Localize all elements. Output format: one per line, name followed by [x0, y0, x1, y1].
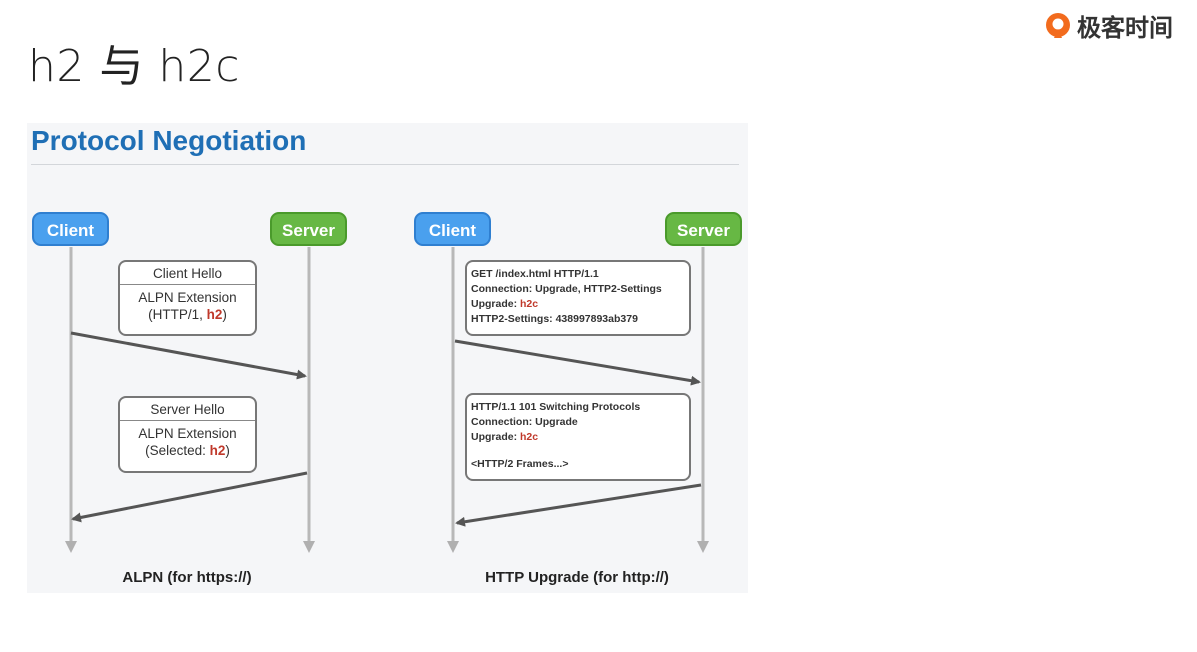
- server-hello-post: ): [225, 443, 230, 458]
- resp-spacer: [471, 445, 685, 457]
- req-line-2: Connection: Upgrade, HTTP2-Settings: [471, 283, 662, 295]
- right-server-lifeline-end: [697, 541, 709, 553]
- right-request-arrow: [454, 339, 701, 386]
- server-hello-box: Server Hello ALPN Extension (Selected: h…: [118, 396, 257, 473]
- left-client-lifeline-end: [65, 541, 77, 553]
- left-server-actor: Server: [270, 212, 347, 246]
- client-hello-alpn: ALPN Extension: [138, 290, 237, 305]
- right-client-lifeline-end: [447, 541, 459, 553]
- geektime-logo-icon: [1046, 12, 1070, 38]
- sequence-lines: [65, 247, 709, 553]
- http-upgrade-caption: HTTP Upgrade (for http://): [485, 569, 669, 586]
- client-hello-post: ): [222, 307, 227, 322]
- req-upgrade-label: Upgrade:: [471, 298, 521, 310]
- slide-title: h2 与 h2c: [28, 41, 240, 92]
- alpn-caption: ALPN (for https://): [122, 569, 252, 586]
- req-line-4: HTTP2-Settings: 438997893ab379: [471, 313, 638, 325]
- figure-title: Protocol Negotiation: [31, 125, 307, 156]
- client-hello-h2: h2: [206, 307, 223, 322]
- server-hello-h2: h2: [209, 443, 226, 458]
- upgrade-response-lines: HTTP/1.1 101 Switching Protocols Connect…: [467, 395, 689, 477]
- resp-line-3: Upgrade: h2c: [471, 430, 685, 445]
- req-line-3: Upgrade: h2c: [471, 297, 685, 312]
- left-response-arrow: [71, 471, 308, 523]
- upgrade-request-box: GET /index.html HTTP/1.1 Connection: Upg…: [465, 260, 691, 336]
- left-request-arrow: [70, 331, 307, 380]
- title-divider: [31, 164, 739, 165]
- upgrade-request-lines: GET /index.html HTTP/1.1 Connection: Upg…: [467, 262, 689, 332]
- resp-line-4: <HTTP/2 Frames...>: [471, 458, 569, 470]
- right-client-actor: Client: [414, 212, 491, 246]
- client-hello-pre: (HTTP/1,: [148, 307, 207, 322]
- client-hello-box: Client Hello ALPN Extension (HTTP/1, h2): [118, 260, 257, 336]
- server-hello-pre: (Selected:: [145, 443, 210, 458]
- req-line-1: GET /index.html HTTP/1.1: [471, 268, 599, 280]
- client-hello-body: ALPN Extension (HTTP/1, h2): [120, 285, 255, 327]
- client-hello-protocols: (HTTP/1, h2): [122, 306, 253, 323]
- server-hello-selected: (Selected: h2): [122, 442, 253, 459]
- right-server-actor: Server: [665, 212, 742, 246]
- right-response-arrow: [455, 483, 702, 527]
- upgrade-response-box: HTTP/1.1 101 Switching Protocols Connect…: [465, 393, 691, 481]
- resp-upgrade-value: h2c: [520, 431, 539, 443]
- server-hello-body: ALPN Extension (Selected: h2): [120, 421, 255, 463]
- req-upgrade-value: h2c: [520, 298, 539, 310]
- client-hello-head: Client Hello: [120, 262, 255, 285]
- left-server-lifeline-end: [303, 541, 315, 553]
- protocol-negotiation-figure: Protocol Negotiation Client Server Clien…: [27, 123, 748, 593]
- brand-logo: 极客时间: [1043, 8, 1173, 43]
- resp-upgrade-label: Upgrade:: [471, 431, 521, 443]
- server-hello-alpn: ALPN Extension: [138, 426, 237, 441]
- brand-name: 极客时间: [1077, 14, 1173, 42]
- resp-line-2: Connection: Upgrade: [471, 416, 578, 428]
- left-client-actor: Client: [32, 212, 109, 246]
- resp-line-1: HTTP/1.1 101 Switching Protocols: [471, 401, 641, 413]
- server-hello-head: Server Hello: [120, 398, 255, 421]
